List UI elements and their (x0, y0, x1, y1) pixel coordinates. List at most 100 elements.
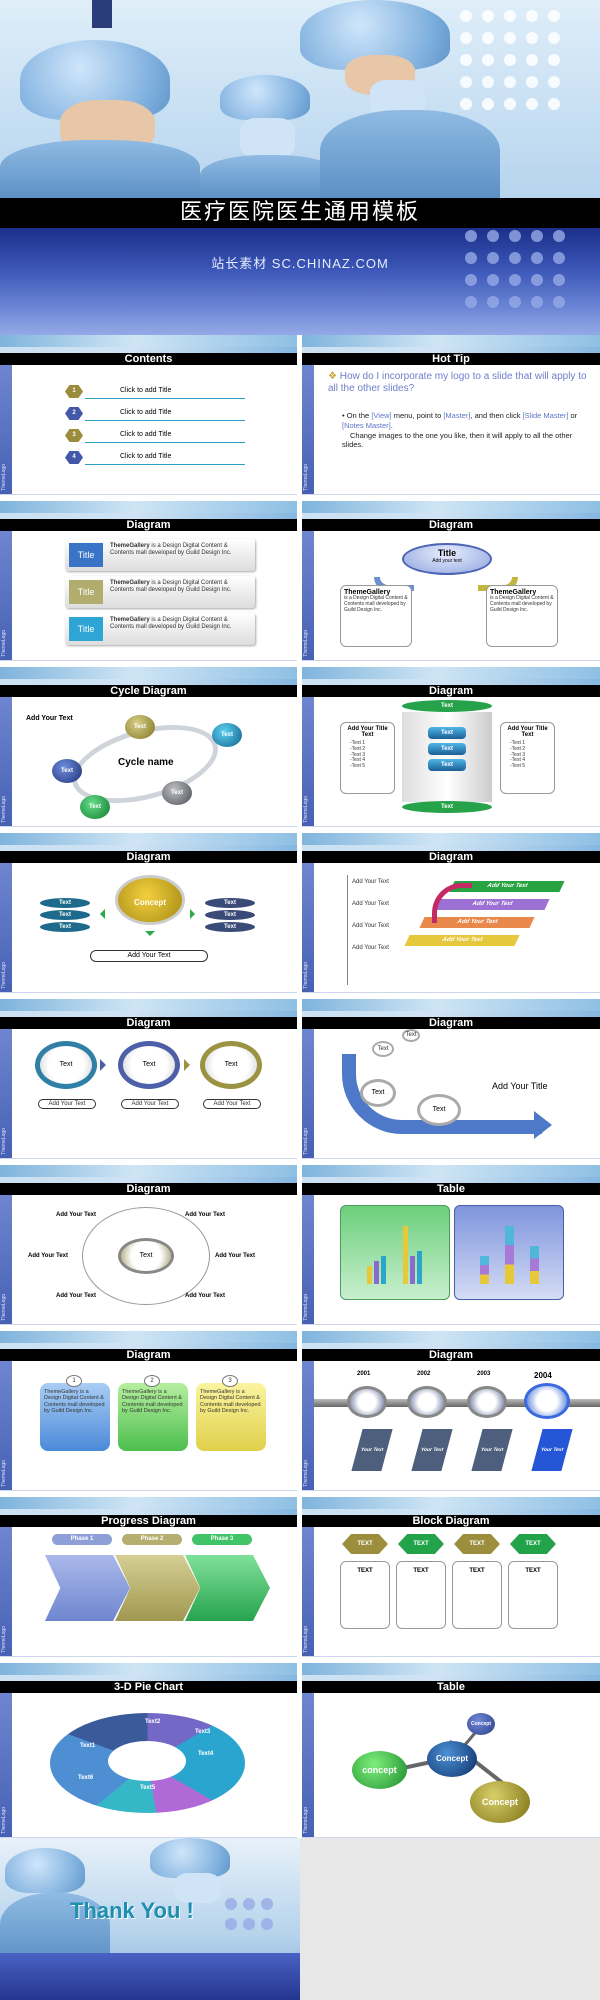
swoosh-node[interactable]: Text (417, 1094, 461, 1126)
cycle-center: Cycle name (118, 757, 174, 768)
circle-label: Add Your Text (38, 1099, 96, 1109)
concept-node[interactable]: concept (352, 1751, 407, 1789)
block-box: TEXT (452, 1561, 502, 1629)
swoosh-node[interactable]: Text (402, 1029, 420, 1042)
empty-area (300, 1838, 600, 2000)
block-head[interactable]: TEXT (454, 1534, 500, 1554)
cycle-node[interactable]: Text (212, 723, 242, 747)
slide-title: Diagram (302, 519, 600, 531)
disk: Text (205, 910, 255, 920)
cycle-node[interactable]: Text (125, 715, 155, 739)
slide-cycle-diagram: Cycle Diagram ThemeLogo Add Your Text Cy… (0, 667, 297, 827)
arrow-right-icon (190, 909, 200, 919)
top-title-node[interactable]: Title Add your text (402, 543, 492, 575)
slide-title: Progress Diagram (0, 1515, 297, 1527)
title-box[interactable]: Title ThemeGallery is a Design Digital C… (65, 576, 255, 608)
title-box[interactable]: Title ThemeGallery is a Design Digital C… (65, 539, 255, 571)
timeline-node[interactable] (347, 1386, 387, 1418)
row-label: Add Your Text (352, 945, 389, 951)
surgeon-cap (150, 1838, 230, 1878)
pie-label: Text6 (78, 1775, 94, 1781)
phase-label[interactable]: Phase 1 (52, 1534, 112, 1545)
slide-progress-diagram: Progress Diagram ThemeLogo Phase 1 Phase… (0, 1497, 297, 1657)
block-head[interactable]: TEXT (510, 1534, 556, 1554)
text-box-left: ThemeGallery is a Design Digital Content… (340, 585, 412, 647)
thank-you-text: Thank You ! (70, 1898, 194, 1923)
pie-label: Text4 (198, 1751, 214, 1757)
slide-diagram-stack: Diagram ThemeLogo Text Text Text Text Te… (302, 667, 600, 827)
circle-label: Add Your Text (121, 1099, 179, 1109)
slide-diagram-timeline: Diagram ThemeLogo 2001 2002 2003 2004 Yo… (302, 1331, 600, 1491)
year-label: 2003 (477, 1371, 491, 1377)
axis (347, 875, 348, 985)
stack-layer[interactable]: Text (428, 727, 466, 739)
block-head[interactable]: TEXT (342, 1534, 388, 1554)
circle-node[interactable]: Text (200, 1041, 262, 1089)
info-card[interactable]: ThemeGallery is a Design Digital Content… (40, 1383, 110, 1451)
phase-label[interactable]: Phase 2 (122, 1534, 182, 1545)
circle-node[interactable]: Text (35, 1041, 97, 1089)
info-card[interactable]: ThemeGallery is a Design Digital Content… (196, 1383, 266, 1451)
block-box: TEXT (340, 1561, 390, 1629)
swoosh-node[interactable]: Text (372, 1041, 394, 1057)
slide-diagram-swoosh: Diagram ThemeLogo Text Text Text Text Ad… (302, 999, 600, 1159)
year-label: 2004 (534, 1371, 552, 1380)
text-box-right: ThemeGallery is a Design Digital Content… (486, 585, 558, 647)
text-box-right: Add Your Title Text -Text 1 -Text 2 -Tex… (500, 722, 555, 794)
timeline-tag: Your Text (351, 1429, 393, 1471)
phase-label[interactable]: Phase 3 (192, 1534, 252, 1545)
surgical-lamp (92, 0, 112, 28)
swoosh-label: Add Your Title (492, 1081, 548, 1091)
concept-node[interactable]: Concept (467, 1713, 495, 1735)
stack-layer[interactable]: Text (428, 759, 466, 771)
row-label: Add Your Text (352, 901, 389, 907)
pie-label: Text3 (195, 1729, 211, 1735)
disk: Text (205, 898, 255, 908)
info-card[interactable]: ThemeGallery is a Design Digital Content… (118, 1383, 188, 1451)
slide-diagram-branch: Diagram ThemeLogo Title Add your text Th… (302, 501, 600, 661)
timeline-node[interactable] (524, 1383, 570, 1419)
concept-node[interactable]: Concept (470, 1781, 530, 1823)
timeline-node[interactable] (407, 1386, 447, 1418)
stack-frame (402, 712, 492, 802)
row-label: Add Your Text (352, 923, 389, 929)
cycle-node[interactable]: Text (52, 759, 82, 783)
stack-layer[interactable]: Text (428, 743, 466, 755)
thank-you-slide: Thank You ! (0, 1838, 300, 2000)
timeline-node[interactable] (467, 1386, 507, 1418)
cycle-node[interactable]: Text (80, 795, 110, 819)
concept-node[interactable]: Concept (427, 1741, 477, 1777)
cycle-node[interactable]: Text (162, 781, 192, 805)
circle-node[interactable]: Text (118, 1041, 180, 1089)
concept-node[interactable]: Concept (115, 875, 185, 925)
slide-title: Table (302, 1183, 600, 1195)
block-box: TEXT (396, 1561, 446, 1629)
block-head[interactable]: TEXT (398, 1534, 444, 1554)
add-text-pill[interactable]: Add Your Text (90, 950, 208, 962)
radial-label: Add Your Text (56, 1293, 97, 1299)
slide-diagram-circles: Diagram ThemeLogo Text Text Text Add You… (0, 999, 297, 1159)
arrow-left-icon (95, 909, 105, 919)
phase-chevron (45, 1555, 130, 1621)
radial-label: Add Your Text (56, 1212, 97, 1218)
radial-label: Add Your Text (215, 1253, 256, 1259)
text-box-left: Add Your Title Text -Text 1 -Text 2 -Tex… (340, 722, 395, 794)
circle-label: Add Your Text (203, 1099, 261, 1109)
tip-answer: • On the [View] menu, point to [Master],… (342, 411, 578, 450)
surgeon-cap (5, 1848, 85, 1893)
radial-center[interactable]: Text (118, 1238, 174, 1274)
title-box[interactable]: Title ThemeGallery is a Design Digital C… (65, 613, 255, 645)
slide-diagram-titles: Diagram ThemeLogo Title ThemeGallery is … (0, 501, 297, 661)
radial-label: Add Your Text (28, 1253, 69, 1259)
watermark-text: 站长素材 SC.CHINAZ.COM (211, 256, 389, 271)
swoosh-arrow-head (534, 1111, 566, 1139)
chevron-right-icon (100, 1059, 112, 1071)
decorative-dots (460, 10, 560, 110)
slide-title: Diagram (0, 519, 297, 531)
swoosh-node[interactable]: Text (360, 1079, 396, 1107)
